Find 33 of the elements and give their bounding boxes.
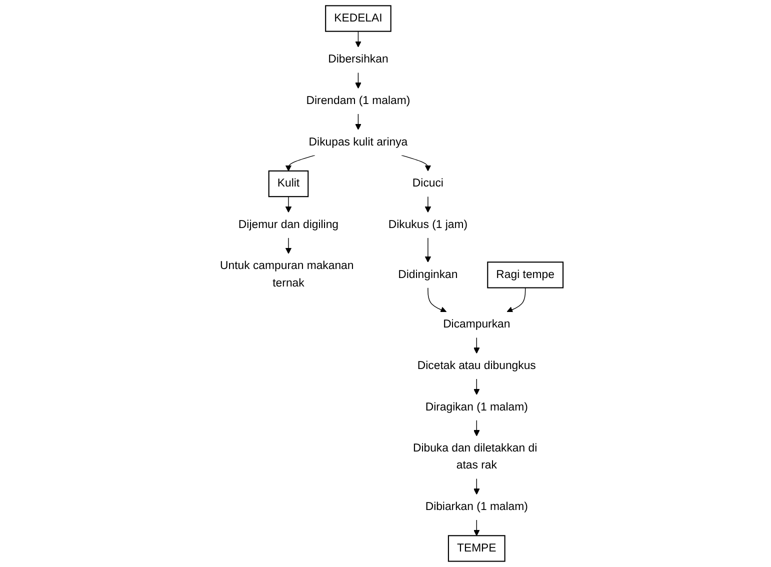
node-text: Dicetak atau dibungkus [417,360,536,372]
arrow [284,154,315,172]
arrow [506,287,526,313]
arrow [354,72,361,89]
node-text: Untuk campuran makanan ternak [220,260,354,290]
node-text: Dikukus (1 jam) [388,218,468,231]
node-box: Kulit [268,170,308,198]
arrow [473,378,480,395]
arrow [473,420,480,436]
arrow [400,154,431,172]
node-text: Dibersihkan [328,53,388,66]
node-text: Dijemur dan digiling [238,218,338,231]
arrow [354,114,361,130]
arrow [473,478,480,495]
arrow [427,287,446,313]
arrow [473,337,480,354]
arrow [424,196,431,213]
arrow [473,520,480,536]
node-text: Dicuci [412,177,444,190]
arrow [424,238,431,262]
node-box: KEDELAI [324,5,391,32]
node-text: Dibuka dan diletakkan di atas rak [412,442,537,472]
node-box: Ragi tempe [486,262,564,288]
arrow [284,196,292,213]
arrow [354,30,361,48]
node-box: TEMPE [448,535,505,562]
node-text: Direndam (1 malam) [306,94,410,107]
arrow [284,238,292,254]
node-text: Dikupas kulit arinya [308,136,408,148]
node-text: Dicampurkan [442,318,510,331]
node-text: Didinginkan [398,268,458,281]
node-text: Diragikan (1 malam) [424,401,528,414]
node-text: Dibiarkan (1 malam) [424,500,528,513]
